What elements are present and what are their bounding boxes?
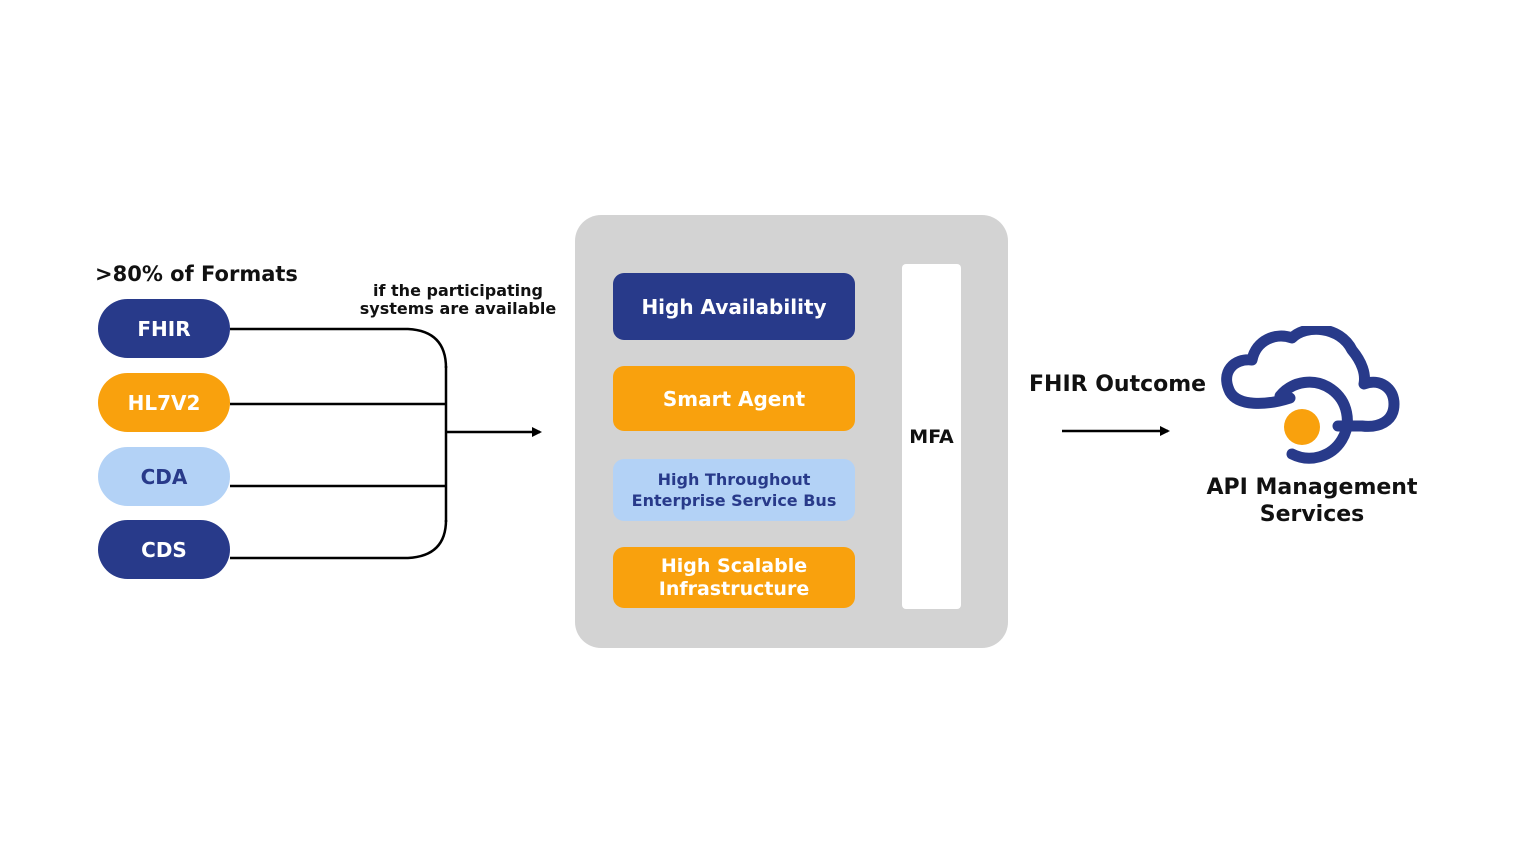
mfa-bar: MFA (902, 264, 961, 609)
feature-scalable-infrastructure: High Scalable Infrastructure (613, 547, 855, 608)
feature-service-bus: High Throughout Enterprise Service Bus (613, 459, 855, 521)
condition-note: if the participating systems are availab… (359, 281, 557, 318)
feature-high-availability: High Availability (613, 273, 855, 340)
api-management-label: API Management Services (1206, 475, 1418, 527)
format-hl7v2: HL7V2 (98, 373, 230, 432)
connector-fhir (230, 327, 448, 369)
feature-smart-agent: Smart Agent (613, 366, 855, 431)
outcome-label: FHIR Outcome (1029, 372, 1207, 397)
format-cds: CDS (98, 520, 230, 579)
format-fhir: FHIR (98, 299, 230, 358)
format-cda: CDA (98, 447, 230, 506)
formats-title: >80% of Formats (95, 262, 298, 286)
cloud-api-icon (1221, 326, 1400, 464)
connector-cds (230, 519, 448, 560)
mfa-label: MFA (909, 425, 954, 448)
